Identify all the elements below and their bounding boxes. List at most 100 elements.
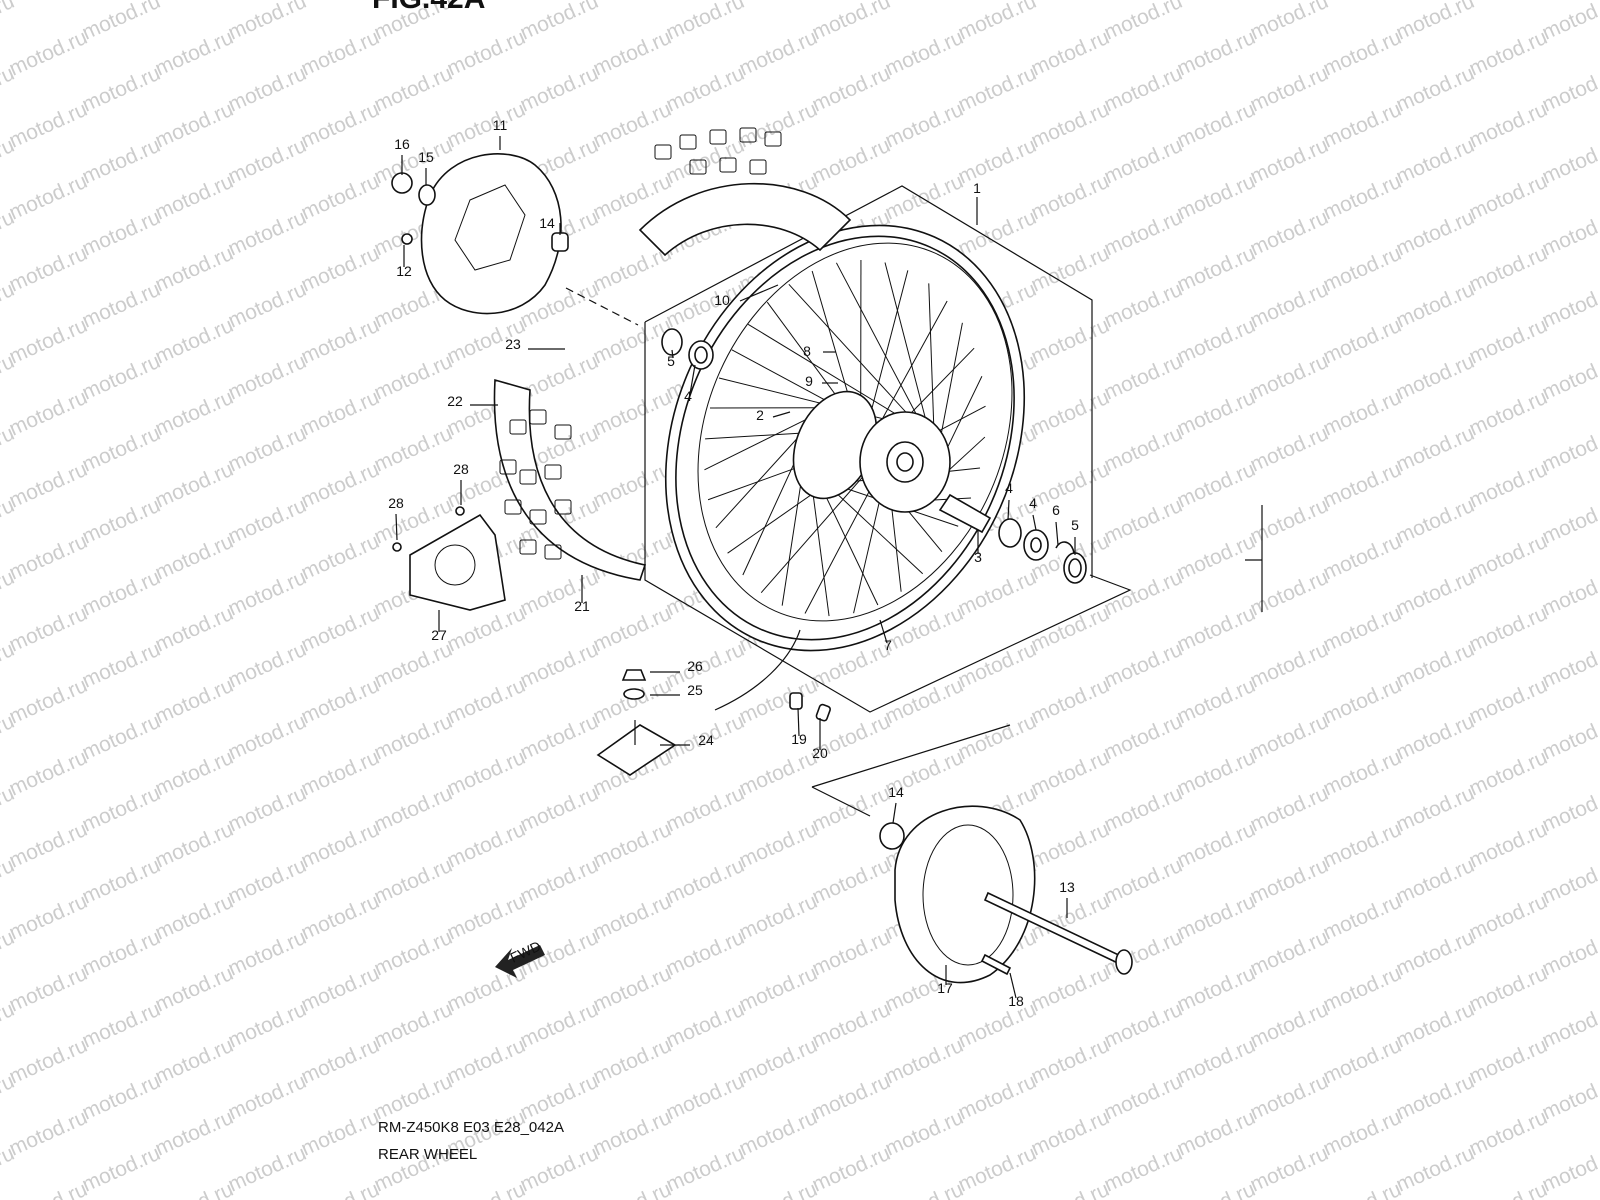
callout-21: 21 <box>574 598 590 614</box>
spoke <box>731 349 835 406</box>
leader-line <box>1009 972 1017 999</box>
watermark-text: motod.ru <box>1174 746 1259 801</box>
watermark-text: motod.ru <box>1320 818 1405 873</box>
watermark-text: motod.ru <box>1247 926 1332 981</box>
tread-block <box>554 424 572 440</box>
watermark-text: motod.ru <box>371 926 456 981</box>
watermark-text: motod.ru <box>590 98 675 153</box>
leader-line <box>772 411 791 418</box>
watermark-text: motod.ru <box>1174 242 1259 297</box>
watermark-text: motod.ru <box>809 0 894 45</box>
callout-23: 23 <box>505 336 521 352</box>
watermark-text: motod.ru <box>6 458 91 513</box>
watermark-text: motod.ru <box>152 962 237 1017</box>
watermark-text: motod.ru <box>1466 386 1551 441</box>
watermark-text: motod.ru <box>79 566 164 621</box>
callout-4: 4 <box>1005 480 1013 496</box>
sprocket-assembly <box>811 724 1133 984</box>
leader-line <box>689 364 696 395</box>
leader-line <box>1055 521 1059 546</box>
watermark-text: motod.ru <box>1393 998 1478 1053</box>
callout-18: 18 <box>1008 993 1024 1009</box>
watermark-text: motod.ru <box>1466 746 1551 801</box>
callout-4: 4 <box>1029 495 1037 511</box>
watermark-text: motod.ru <box>79 422 164 477</box>
spoke <box>811 270 855 414</box>
watermark-text: motod.ru <box>152 818 237 873</box>
watermark-text: motod.ru <box>1028 170 1113 225</box>
tread-block <box>529 409 547 425</box>
watermark-text: motod.ru <box>444 602 529 657</box>
watermark-text: motod.ru <box>955 710 1040 765</box>
watermark-text: motod.ru <box>1539 0 1600 45</box>
watermark-text: motod.ru <box>736 98 821 153</box>
callout-5: 5 <box>1071 517 1079 533</box>
watermark-text: motod.ru <box>736 674 821 729</box>
watermark-text: motod.ru <box>152 746 237 801</box>
watermark-text: motod.ru <box>1539 62 1600 117</box>
watermark-text: motod.ru <box>1466 818 1551 873</box>
watermark-text: motod.ru <box>225 926 310 981</box>
watermark-text: motod.ru <box>1028 458 1113 513</box>
watermark-text: motod.ru <box>1028 1034 1113 1089</box>
watermark-text: motod.ru <box>444 962 529 1017</box>
watermark-text: motod.ru <box>444 890 529 945</box>
watermark-text: motod.ru <box>809 926 894 981</box>
watermark-text: motod.ru <box>1101 1142 1186 1197</box>
spoke <box>804 476 878 614</box>
tread-block <box>529 509 547 525</box>
watermark-text: motod.ru <box>517 710 602 765</box>
watermark-text: motod.ru <box>79 782 164 837</box>
callout-28: 28 <box>388 495 404 511</box>
watermark-text: motod.ru <box>1174 98 1259 153</box>
watermark-text: motod.ru <box>1320 242 1405 297</box>
watermark-text: motod.ru <box>1466 26 1551 81</box>
spoke <box>890 497 902 592</box>
callout-1: 1 <box>973 180 981 196</box>
watermark-text: motod.ru <box>225 134 310 189</box>
callout-8: 8 <box>803 343 811 359</box>
watermark-text: motod.ru <box>1101 350 1186 405</box>
rim-nut-washer <box>789 692 831 722</box>
watermark-text: motod.ru <box>79 1142 164 1197</box>
tread-block <box>654 144 672 160</box>
watermark-text: motod.ru <box>444 26 529 81</box>
callout-6: 6 <box>1052 502 1060 518</box>
watermark-text: motod.ru <box>955 1142 1040 1197</box>
watermark-text: motod.ru <box>225 998 310 1053</box>
wheel-assembly <box>644 185 1132 713</box>
watermark-text: motod.ru <box>1539 278 1600 333</box>
leader-line <box>892 802 897 824</box>
watermark-text: motod.ru <box>590 1034 675 1089</box>
watermark-text: motod.ru <box>6 98 91 153</box>
callout-16: 16 <box>394 136 410 152</box>
watermark-text: motod.ru <box>152 602 237 657</box>
watermark-text: motod.ru <box>1101 782 1186 837</box>
watermark-text: motod.ru <box>1247 134 1332 189</box>
watermark-text: motod.ru <box>1466 602 1551 657</box>
watermark-text: motod.ru <box>1539 710 1600 765</box>
watermark-text: motod.ru <box>1028 1106 1113 1161</box>
watermark-text: motod.ru <box>225 278 310 333</box>
watermark-text: motod.ru <box>1393 0 1478 45</box>
leader-lines <box>395 136 1076 999</box>
watermark-text: motod.ru <box>225 494 310 549</box>
spoke <box>715 425 810 529</box>
callout-11: 11 <box>493 117 508 133</box>
callout-25: 25 <box>687 682 703 698</box>
watermark-text: motod.ru <box>1466 98 1551 153</box>
watermark-text: motod.ru <box>1539 566 1600 621</box>
watermark-text: motod.ru <box>517 1142 602 1197</box>
watermark-text: motod.ru <box>1174 170 1259 225</box>
watermark-text: motod.ru <box>1466 1106 1551 1161</box>
watermark-text: motod.ru <box>79 494 164 549</box>
watermark-text: motod.ru <box>6 962 91 1017</box>
watermark-text: motod.ru <box>736 890 821 945</box>
watermark-text: motod.ru <box>1247 566 1332 621</box>
watermark-text: motod.ru <box>371 1070 456 1125</box>
callout-5: 5 <box>667 353 675 369</box>
rim-lock <box>596 629 801 776</box>
leader-line <box>395 513 398 541</box>
watermark-text: motod.ru <box>809 998 894 1053</box>
